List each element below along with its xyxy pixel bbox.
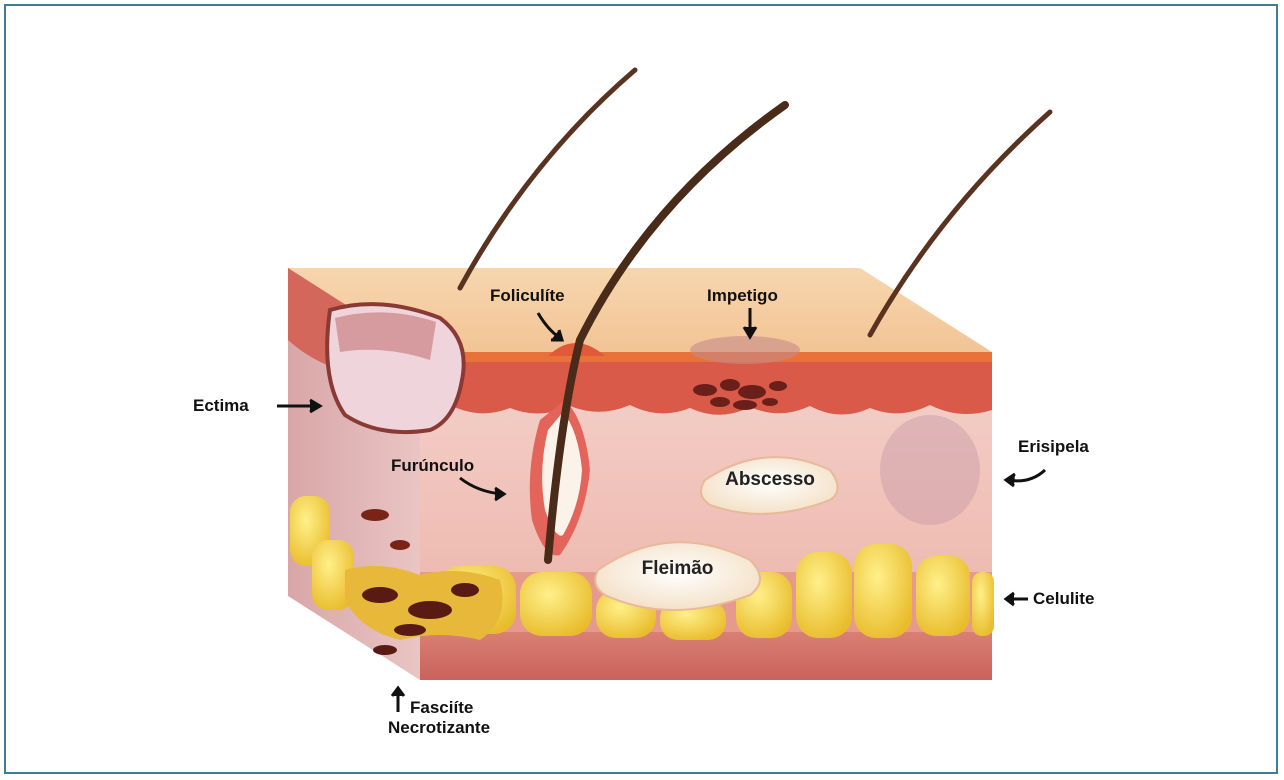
label-ectima: Ectima	[193, 396, 249, 416]
label-foliculite: Foliculíte	[490, 286, 565, 306]
label-fleimao: Fleimão	[610, 558, 745, 580]
label-fasciite-line2: Necrotizante	[388, 718, 490, 738]
erisipela-lesion	[880, 415, 980, 525]
hair-shaft-left	[460, 70, 635, 288]
label-furunculo: Furúnculo	[391, 456, 474, 476]
impetigo-lesion	[690, 336, 800, 364]
label-celulite: Celulite	[1033, 589, 1094, 609]
label-impetigo: Impetigo	[707, 286, 778, 306]
label-fasciite-line1: Fasciíte	[410, 698, 473, 718]
label-abscesso: Abscesso	[700, 469, 840, 491]
label-erisipela: Erisipela	[1018, 437, 1089, 457]
